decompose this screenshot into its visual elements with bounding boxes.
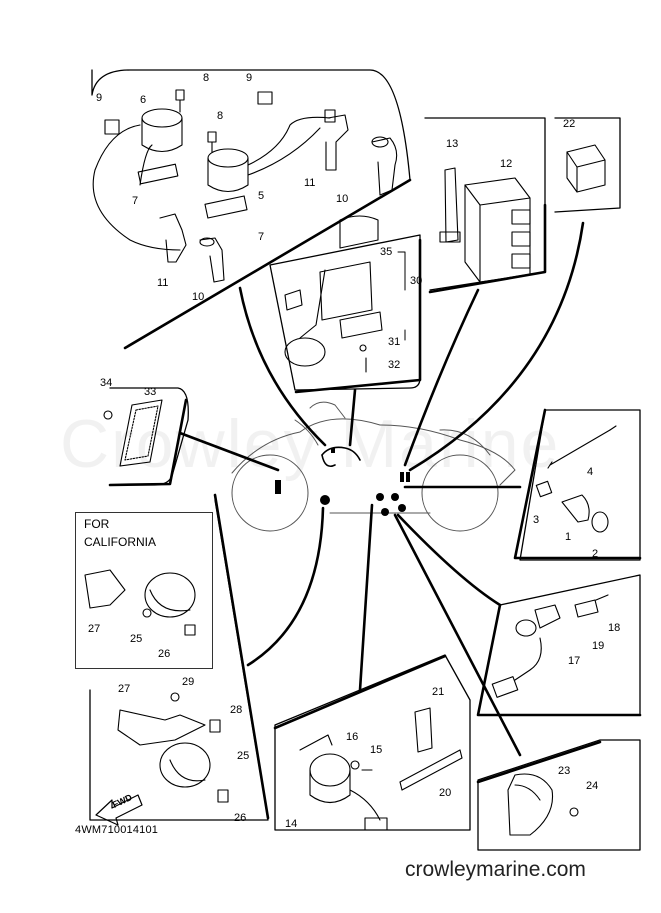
part-number: 29 (182, 676, 195, 688)
cap-9b (257, 91, 273, 105)
part-number: 12 (500, 158, 513, 170)
part-number: 25 (237, 750, 250, 762)
sensor-outline (477, 574, 641, 716)
part-number: 22 (563, 118, 576, 130)
ignition-coil-6 (92, 89, 185, 251)
main-switch-1 (535, 425, 617, 533)
part-number: 11 (157, 277, 169, 289)
part-number: 21 (432, 686, 445, 698)
part-number: 27 (88, 623, 101, 635)
part-number: 20 (439, 787, 452, 799)
part-number: 10 (192, 291, 205, 303)
part-number: 10 (336, 193, 349, 205)
cap-9a (104, 119, 120, 135)
ignition-coil-5 (204, 116, 331, 219)
part-number: 31 (388, 336, 401, 348)
part-number: 28 (230, 704, 243, 716)
part-number: 15 (370, 744, 383, 756)
site-watermark: crowleymarine.com (405, 858, 586, 881)
plug-cap-10b (199, 237, 225, 283)
part-number: 18 (608, 622, 621, 634)
part-number: 8 (203, 72, 210, 84)
part-number: 8 (217, 110, 224, 122)
part-number: 32 (388, 359, 401, 371)
bracket-13 (439, 167, 461, 243)
ecu-12 (464, 177, 531, 283)
part-number: 9 (246, 72, 253, 84)
relay-22 (566, 144, 606, 193)
reflector-33 (103, 399, 163, 467)
part-number: 26 (158, 648, 171, 660)
california-label: CALIFORNIA (84, 535, 157, 549)
california-label-for: FOR (84, 517, 110, 531)
fwd-arrow (95, 794, 143, 826)
plug-cap-11b (159, 213, 187, 263)
part-number: 24 (586, 780, 599, 792)
part-number: 25 (130, 633, 143, 645)
motorcycle-silhouette (231, 401, 516, 532)
part-number: 27 (118, 683, 131, 695)
part-number: 35 (380, 246, 393, 258)
clip-21 (414, 707, 433, 753)
horn-25-left (117, 692, 229, 803)
part-number: 1 (565, 531, 572, 543)
bolt-20 (399, 749, 463, 791)
part-number: 2 (592, 548, 599, 560)
part-number: 33 (144, 386, 157, 398)
sensor-17 (491, 594, 609, 698)
part-number: 26 (234, 812, 247, 824)
starter-relay-14 (299, 734, 388, 831)
part-number: 6 (140, 94, 147, 106)
part-number: 19 (592, 640, 605, 652)
ignition-coil-group-outline (91, 69, 411, 349)
part-number: 5 (258, 190, 265, 202)
part-number: 11 (304, 177, 316, 189)
part-number: 9 (96, 92, 103, 104)
center-components (275, 448, 410, 516)
part-number: 17 (568, 655, 581, 667)
horn-23 (507, 773, 579, 836)
relay-outline (554, 117, 621, 213)
part-number: 7 (132, 195, 139, 207)
plug-cap-10a (371, 136, 398, 196)
part-number: 7 (258, 231, 265, 243)
part-number: 16 (346, 731, 359, 743)
starter-relay-outline (274, 654, 471, 831)
part-number: 34 (100, 377, 113, 389)
plug-cap-11a (324, 109, 349, 171)
fuel-sender-30 (284, 215, 383, 373)
horn-right-outline (477, 739, 641, 851)
main-switch-outline (519, 409, 641, 561)
part-number: 4 (587, 466, 594, 478)
horn-25-inset (84, 569, 196, 636)
part-number: 3 (533, 514, 540, 526)
part-number: 14 (285, 818, 298, 830)
part-number: 23 (558, 765, 571, 777)
diagram-code: 4WM710014101 (75, 824, 159, 836)
leader-lines (178, 221, 585, 757)
part-number: 13 (446, 138, 459, 150)
california-box: FOR CALIFORNIA (75, 512, 213, 669)
part-number: 30 (410, 275, 423, 287)
